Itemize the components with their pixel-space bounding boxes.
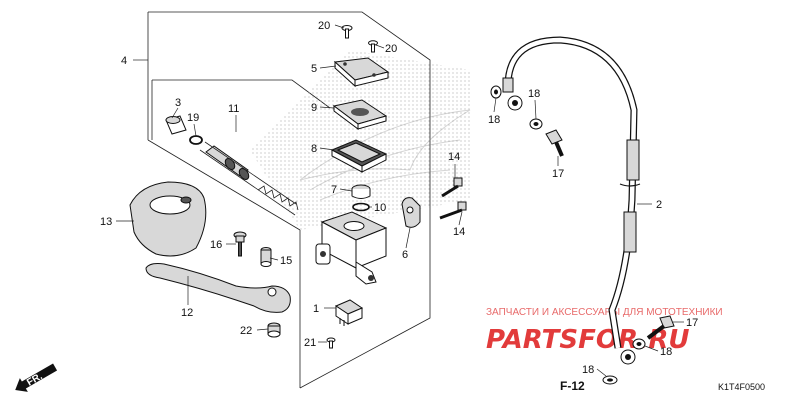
callout-15: 15: [280, 255, 292, 267]
part-20-screw-b: [368, 40, 378, 53]
part-14-bolt-a: [441, 177, 463, 198]
callout-10: 10: [374, 202, 386, 214]
part-8-diaphragm: [330, 139, 388, 173]
callout-2: 2: [656, 199, 662, 211]
callout-22: 22: [240, 325, 252, 337]
callout-3: 3: [175, 97, 181, 109]
part-17-oil-bolt-upper: [545, 129, 564, 157]
part-18-washer-b: [529, 118, 543, 130]
callout-13: 13: [100, 216, 112, 228]
callout-18-d: 18: [582, 364, 594, 376]
part-18-washer-d: [602, 375, 618, 385]
callout-17-a: 17: [552, 168, 564, 180]
callout-12: 12: [181, 307, 193, 319]
callout-14-b: 14: [453, 226, 465, 238]
part-18-washer-a: [490, 85, 502, 99]
callout-16: 16: [210, 239, 222, 251]
callout-1: 1: [313, 303, 319, 315]
part-15-pivot-collar: [260, 247, 272, 267]
callout-19: 19: [187, 112, 199, 124]
part-18-washer-c: [632, 338, 646, 350]
callout-18-c: 18: [660, 346, 672, 358]
callout-8: 8: [311, 143, 317, 155]
diagram-code: K1T4F0500: [718, 382, 765, 392]
part-5-reservoir-cap: [333, 57, 390, 88]
callout-20-b: 20: [385, 43, 397, 55]
front-direction-arrow: FR.: [15, 363, 58, 392]
shading-band: [250, 50, 470, 230]
callout-11: 11: [228, 103, 239, 115]
part-2-brake-hose: [504, 36, 641, 349]
assembly-outline-outer: [147, 11, 431, 389]
master-cylinder-body: [315, 211, 388, 285]
callout-21: 21: [304, 337, 316, 349]
callout-17-b: 17: [686, 317, 698, 329]
part-21-screw: [326, 337, 336, 349]
callout-6: 6: [402, 249, 408, 261]
callout-9: 9: [311, 102, 317, 114]
leader-lines: [116, 24, 684, 377]
part-7-float: [351, 184, 371, 199]
part-17-oil-bolt-lower: [646, 315, 675, 340]
part-11-spring: [257, 185, 299, 211]
callout-7: 7: [331, 184, 337, 196]
part-9-set-plate: [332, 99, 388, 130]
callout-5: 5: [311, 63, 317, 75]
part-20-screw-a: [341, 25, 353, 39]
part-1-front-stop-switch: [334, 299, 364, 326]
part-6-holder: [401, 197, 421, 228]
part-11-piston-set: [199, 141, 299, 216]
part-14-bolt-b: [439, 201, 467, 220]
hose-lower-banjo: [620, 349, 636, 365]
part-12-brake-lever: [145, 263, 291, 313]
part-16-bolt: [233, 231, 247, 257]
part-19-ring: [189, 135, 203, 145]
part-22-cap-nut: [267, 322, 281, 338]
watermark-caption: ЗАПЧАСТИ И АКСЕССУАРЫ ДЛЯ МОТОТЕХНИКИ: [486, 307, 723, 318]
callout-4: 4: [121, 55, 127, 67]
part-13-reservoir-cover: [129, 181, 207, 257]
callout-18-b: 18: [528, 88, 540, 100]
part-3-boot: [165, 115, 187, 135]
callout-18-a: 18: [488, 114, 500, 126]
hose-upper-banjo: [502, 77, 523, 111]
callout-20-a: 20: [318, 20, 330, 32]
section-reference-label: F-12: [560, 379, 585, 393]
callout-14-a: 14: [448, 151, 460, 163]
